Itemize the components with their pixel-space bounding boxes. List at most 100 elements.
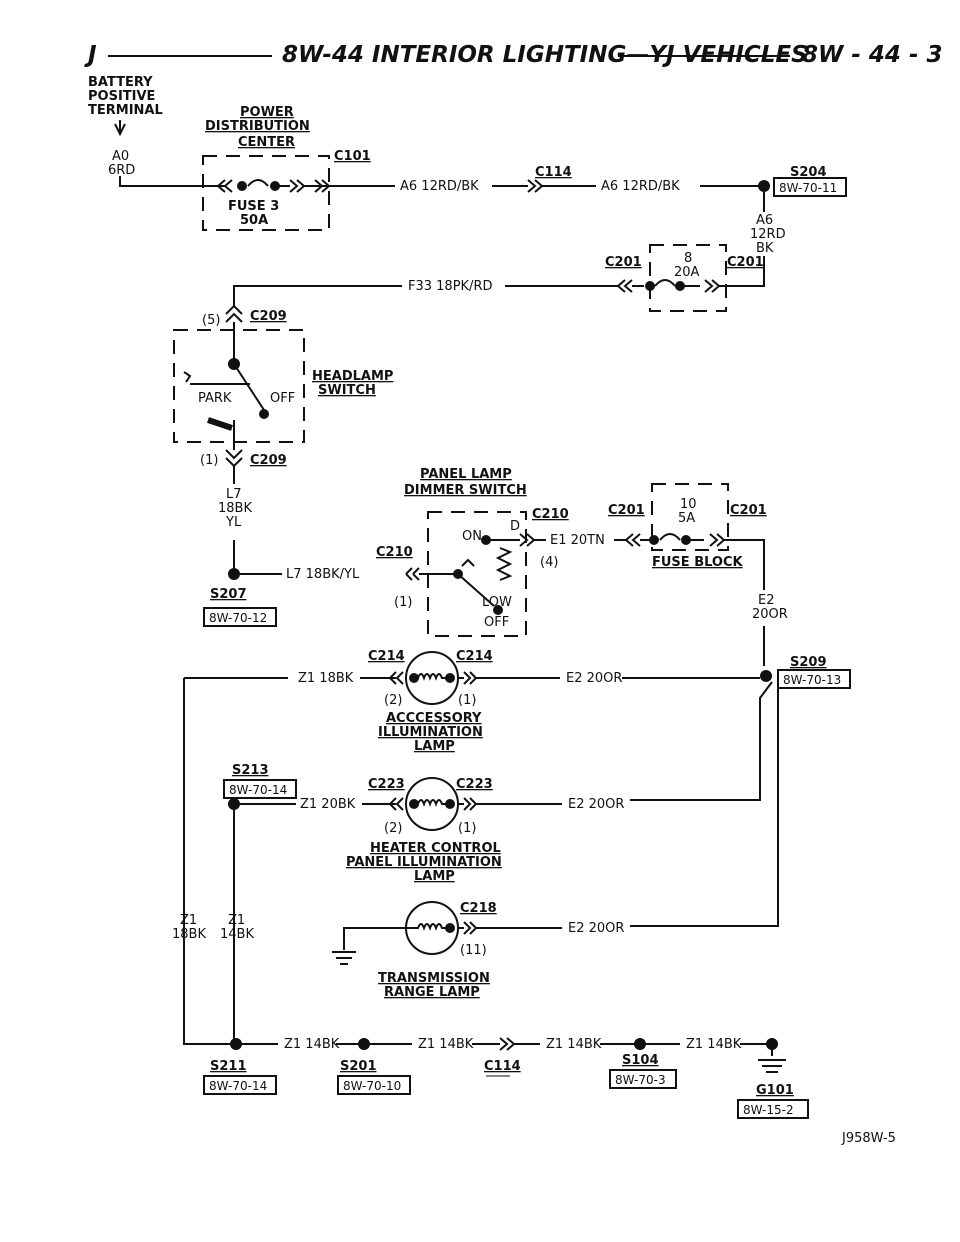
pdc-label: POWER DISTRIBUTION CENTER [205, 105, 310, 150]
wire-z1-214: Z1 18BK [298, 671, 354, 686]
headlamp-park-link [183, 371, 250, 385]
svg-text:CENTER: CENTER [238, 135, 295, 150]
wire-f33: F33 18PK/RD [408, 279, 492, 294]
headlamp-park: PARK [198, 391, 232, 406]
wire-z1-left-verticals [183, 678, 235, 1045]
splice-s201-ref-box [337, 1075, 411, 1095]
pdc-fuse-amp: 50A [240, 213, 268, 228]
dimmer-on-wire [490, 533, 546, 547]
wire-z1-bottom-3: Z1 14BK [546, 1037, 602, 1052]
fuse3-wire [205, 179, 395, 193]
connector-c223-left: C223 [368, 777, 405, 792]
ground-g101-dot [766, 1038, 778, 1050]
splice-s204-dot [758, 180, 770, 192]
connector-c218: C218 [460, 901, 497, 916]
svg-text:POWER: POWER [240, 105, 294, 120]
lamp1-node-l [409, 673, 419, 683]
fuse8-wire [505, 279, 730, 293]
c101-marker-icon [314, 179, 331, 193]
splice-s213-dot [228, 798, 240, 810]
wire-l7-h: L7 18BK/YL [286, 567, 360, 582]
splice-s211-dot [230, 1038, 242, 1050]
fuse8-node [645, 281, 655, 291]
lamp1-node-r [445, 673, 455, 683]
header-page: 8W - 44 - 3 [802, 42, 943, 68]
ground-g101-ref: 8W-15-2 [743, 1103, 794, 1117]
splice-s204-ref: 8W-70-11 [779, 181, 837, 195]
splice-s209-dot [760, 670, 772, 682]
splice-s201-ref: 8W-70-10 [343, 1079, 401, 1093]
fuse10-wire [614, 533, 765, 590]
lamp3-title-2: RANGE LAMP [384, 985, 480, 1000]
wire-e2-a: E2 [758, 593, 775, 608]
lamp2-title-3: LAMP [414, 869, 455, 884]
wire-z1-v1-b: 18BK [172, 927, 206, 942]
splice-s104-ref-box [609, 1069, 677, 1089]
fuse10-node2 [681, 535, 691, 545]
svg-text:DISTRIBUTION: DISTRIBUTION [205, 119, 310, 134]
connector-c210-left: C210 [376, 545, 413, 560]
fuse10-num: 10 [680, 497, 697, 512]
dimmer-on-contact [481, 535, 491, 545]
header-left: J [84, 42, 97, 68]
lamp1-title-1: ACCCESSORY [386, 711, 482, 726]
splice-s209: S209 [790, 655, 827, 670]
lamp2-title-1: HEATER CONTROL [370, 841, 501, 856]
connector-c114-bottom: C114 [484, 1059, 521, 1074]
splice-s207-ref: 8W-70-12 [209, 611, 267, 625]
lamp2-filament [410, 799, 454, 807]
dimmer-off: OFF [484, 615, 509, 630]
fuse10-node [649, 535, 659, 545]
svg-text:TERMINAL: TERMINAL [88, 103, 163, 118]
battery-label: BATTERY POSITIVE TERMINAL [88, 75, 163, 118]
wire-e2-223: E2 20OR [568, 797, 624, 812]
svg-text:POSITIVE: POSITIVE [88, 89, 155, 104]
fuse8-amp: 20A [674, 265, 700, 280]
headlamp-blade [233, 363, 265, 411]
wire-z1-bottom-4: Z1 14BK [686, 1037, 742, 1052]
connector-c201-c: C201 [608, 503, 645, 518]
wire-l7-c: YL [225, 515, 242, 530]
wire-a6-segment [492, 179, 596, 193]
wire-z1-v2-b: 14BK [220, 927, 254, 942]
wire-l7-a: L7 [226, 487, 242, 502]
splice-s201: S201 [340, 1059, 377, 1074]
lamp3-node-r [445, 923, 455, 933]
wire-e2-218: E2 20OR [568, 921, 624, 936]
wire-z1-bottom-2: Z1 14BK [418, 1037, 474, 1052]
connector-c201-a: C201 [605, 255, 642, 270]
lamp2-node-l [409, 799, 419, 809]
lamp1-title-3: LAMP [414, 739, 455, 754]
fuse-block-label: FUSE BLOCK [652, 555, 744, 570]
ground-g101: G101 [756, 1083, 794, 1098]
headlamp-title-1: HEADLAMP [312, 369, 393, 384]
splice-s104-ref: 8W-70-3 [615, 1073, 666, 1087]
dimmer-d: D [510, 519, 520, 534]
lamp3-filament [410, 923, 454, 931]
lamp2-node-r [445, 799, 455, 809]
connector-c201-d: C201 [730, 503, 767, 518]
pdc-box [202, 155, 330, 231]
battery-color: 6RD [108, 163, 135, 178]
lamp2-title-2: PANEL ILLUMINATION [346, 855, 502, 870]
dimmer-rheostat [495, 547, 513, 581]
dimmer-lever [461, 558, 475, 567]
battery-arrow-icon [114, 120, 126, 137]
dimmer-blade [457, 573, 495, 607]
dimmer-title-2: DIMMER SWITCH [404, 483, 527, 498]
splice-s207-dot [228, 568, 240, 580]
wire-e1: E1 20TN [550, 533, 605, 548]
wire-a6-2: A6 12RD/BK [601, 179, 680, 194]
headlamp-box [173, 329, 305, 443]
g101-ground-icon [758, 1059, 786, 1073]
fuse10-amp: 5A [678, 511, 695, 526]
wire-a6-v1: A6 [756, 213, 773, 228]
wire-a6-drop [730, 256, 765, 287]
splice-s204-ref-box [773, 177, 847, 197]
lamp2-wires [240, 797, 562, 811]
wire-a6-v2: 12RD [750, 227, 786, 242]
splice-s213-ref-box [223, 779, 297, 799]
figure-id: J958W-5 [841, 1131, 896, 1146]
connector-c114-top: C114 [535, 165, 572, 180]
